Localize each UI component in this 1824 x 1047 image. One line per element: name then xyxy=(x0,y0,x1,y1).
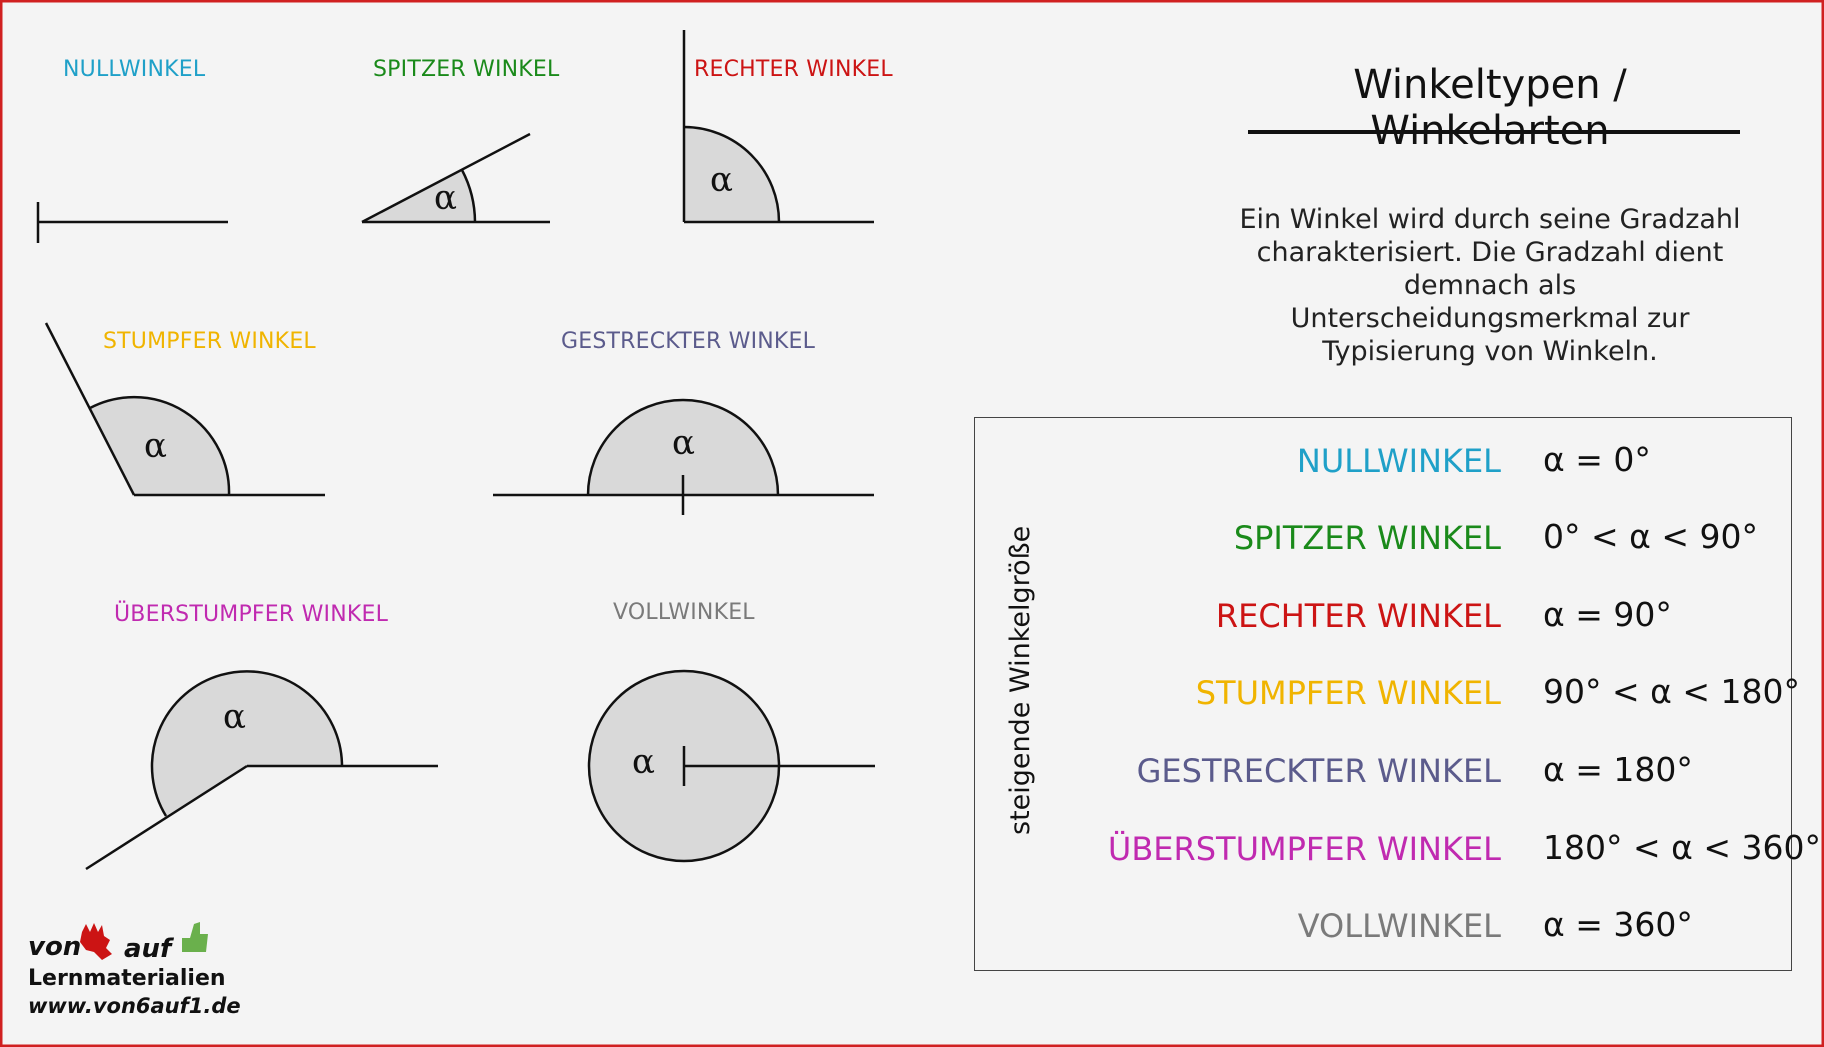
legend-formula: α = 360° xyxy=(1543,905,1693,944)
label-rechter-winkel: RECHTER WINKEL xyxy=(694,57,893,82)
description-text: Ein Winkel wird durch seine Gradzahl cha… xyxy=(1239,204,1741,367)
legend-row: NULLWINKEL α = 0° xyxy=(975,440,1791,486)
legend-name: VOLLWINKEL xyxy=(1297,907,1501,945)
legend-row: GESTRECKTER WINKEL α = 180° xyxy=(975,750,1791,796)
gestreckter-winkel-figure xyxy=(493,398,874,515)
label-gestreckter-winkel: GESTRECKTER WINKEL xyxy=(561,329,816,354)
red-hand-icon xyxy=(80,923,112,960)
alpha-symbol-rechter: α xyxy=(710,160,734,200)
legend-formula: α = 90° xyxy=(1543,595,1672,634)
alpha-symbol-stumpfer: α xyxy=(144,426,168,466)
legend-formula: α = 180° xyxy=(1543,750,1693,789)
legend-name: ÜBERSTUMPFER WINKEL xyxy=(1107,830,1501,868)
logo-brand-right: auf xyxy=(124,934,172,964)
legend-name: RECHTER WINKEL xyxy=(1215,597,1501,635)
legend-row: VOLLWINKEL α = 360° xyxy=(975,905,1791,951)
nullwinkel-figure xyxy=(36,202,228,243)
legend-name: GESTRECKTER WINKEL xyxy=(1136,752,1501,790)
legend-row: SPITZER WINKEL 0° < α < 90° xyxy=(975,517,1791,563)
brand-logo: von auf Lernmaterialien www.von6auf1.de xyxy=(26,918,241,1028)
alpha-symbol-spitzer: α xyxy=(434,178,458,218)
legend-formula: 180° < α < 360° xyxy=(1543,828,1821,867)
arrow-label: steigende Winkelgröße xyxy=(1005,525,1036,835)
label-stumpfer-winkel: STUMPFER WINKEL xyxy=(103,329,316,354)
spitzer-winkel-figure xyxy=(361,132,550,224)
logo-brand-left: von xyxy=(28,932,82,962)
legend-name: NULLWINKEL xyxy=(1296,442,1501,480)
alpha-symbol-vollwinkel: α xyxy=(632,742,656,782)
legend-formula: 90° < α < 180° xyxy=(1543,672,1800,711)
title-underline xyxy=(1248,130,1740,134)
logo-subtitle: Lernmaterialien xyxy=(28,966,226,991)
page-title: Winkeltypen / Winkelarten xyxy=(1353,62,1627,154)
thumbs-up-icon xyxy=(182,922,208,952)
legend-row: STUMPFER WINKEL 90° < α < 180° xyxy=(975,672,1800,718)
label-vollwinkel: VOLLWINKEL xyxy=(613,600,755,625)
legend-name: STUMPFER WINKEL xyxy=(1195,674,1501,712)
legend-row: ÜBERSTUMPFER WINKEL 180° < α < 360° xyxy=(975,828,1821,874)
legend-box: NULLWINKEL α = 0° SPITZER WINKEL 0° < α … xyxy=(974,417,1821,971)
alpha-symbol-gestreckter: α xyxy=(672,423,696,463)
legend-formula: α = 0° xyxy=(1543,440,1651,479)
legend-formula: 0° < α < 90° xyxy=(1543,517,1758,556)
legend-name: SPITZER WINKEL xyxy=(1233,519,1501,557)
vollwinkel-figure xyxy=(587,669,875,863)
ueberstumpfer-winkel-figure xyxy=(85,670,438,871)
label-ueberstumpfer-winkel: ÜBERSTUMPFER WINKEL xyxy=(114,602,389,627)
logo-url: www.von6auf1.de xyxy=(28,994,241,1018)
legend-row: RECHTER WINKEL α = 90° xyxy=(975,595,1791,641)
label-nullwinkel: NULLWINKEL xyxy=(63,57,206,82)
rechter-winkel-figure xyxy=(682,30,874,224)
label-spitzer-winkel: SPITZER WINKEL xyxy=(373,57,560,82)
alpha-symbol-ueberstumpfer: α xyxy=(223,697,247,737)
stumpfer-winkel-figure xyxy=(44,322,325,497)
